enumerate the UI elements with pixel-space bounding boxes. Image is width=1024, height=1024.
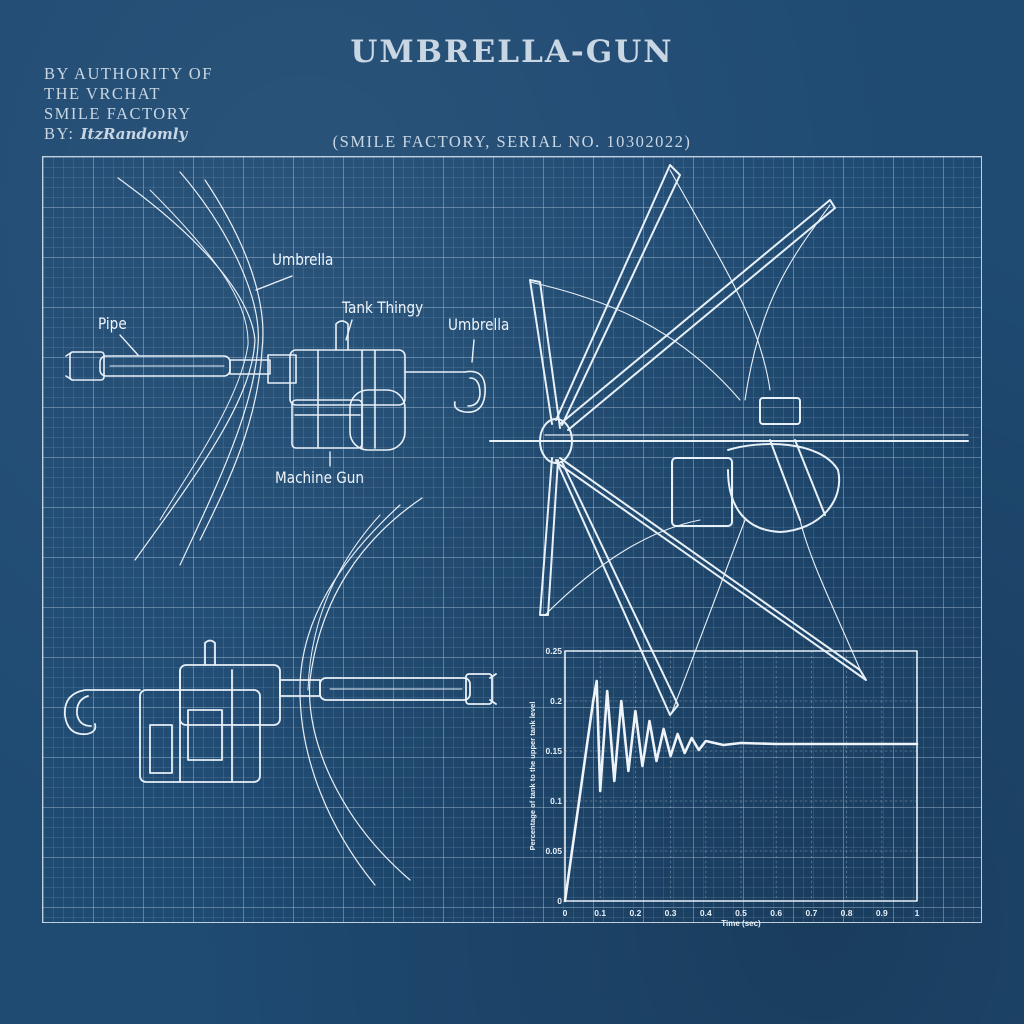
chart-frame [564,650,918,902]
chart-y-tick-label: 0.1 [550,796,562,806]
chart-series-line [563,679,919,903]
chart-y-tick-label: 0.2 [550,696,562,706]
chart-x-tick-label: 1 [915,908,920,918]
chart-x-tick-label: 0.7 [805,908,817,918]
label-machine-gun: Machine Gun [275,468,365,487]
authority-line-1: BY AUTHORITY OF [44,64,213,83]
author-line: BY: ItzRandomly [44,124,213,144]
authority-line-2: THE VRCHAT [44,84,161,103]
authority-block: BY AUTHORITY OF THE VRCHAT SMILE FACTORY… [44,64,213,144]
chart-x-tick-label: 0.3 [665,908,677,918]
label-pipe: Pipe [98,314,127,333]
chart-y-tick-label: 0.15 [545,746,562,756]
chart-x-tick-label: 0.6 [770,908,782,918]
blueprint-subtitle: (SMILE FACTORY, SERIAL NO. 10302022) [332,132,692,151]
chart-y-tick-label: 0.25 [545,646,562,656]
perspective-view-drawing [489,164,969,716]
blueprint-title: UMBRELLA-GUN [350,34,674,70]
label-umbrella-canopy: Umbrella [272,250,334,269]
chart-y-axis-label: Percentage of tank to the upper tank lev… [528,702,537,851]
response-chart: 0 0.1 0.2 0.3 0.4 0.5 0.6 0.7 0.8 0.9 1 0 0.05 0.1 0.1… [528,646,920,928]
grid-sheet [42,156,982,923]
bottom-view-drawing [63,497,497,886]
chart-x-tick-label: 0.1 [594,908,606,918]
label-umbrella-handle: Umbrella [448,315,510,334]
chart-x-tick-label: 0.2 [629,908,641,918]
chart-x-tick-label: 0.4 [700,908,712,918]
chart-x-axis-label: Time (sec) [721,919,761,928]
author-signature: ItzRandomly [80,125,188,143]
chart-x-tick-label: 0 [563,908,568,918]
chart-y-tick-label: 0 [557,896,562,906]
side-view-drawing [65,171,486,566]
chart-x-tick-label: 0.5 [735,908,747,918]
chart-x-tick-label: 0.8 [841,908,853,918]
chart-y-tick-label: 0.05 [545,846,562,856]
label-tank: Tank Thingy [342,298,424,317]
chart-x-tick-label: 0.9 [876,908,888,918]
authority-line-3: SMILE FACTORY [44,104,192,123]
by-label: BY: [44,124,75,143]
